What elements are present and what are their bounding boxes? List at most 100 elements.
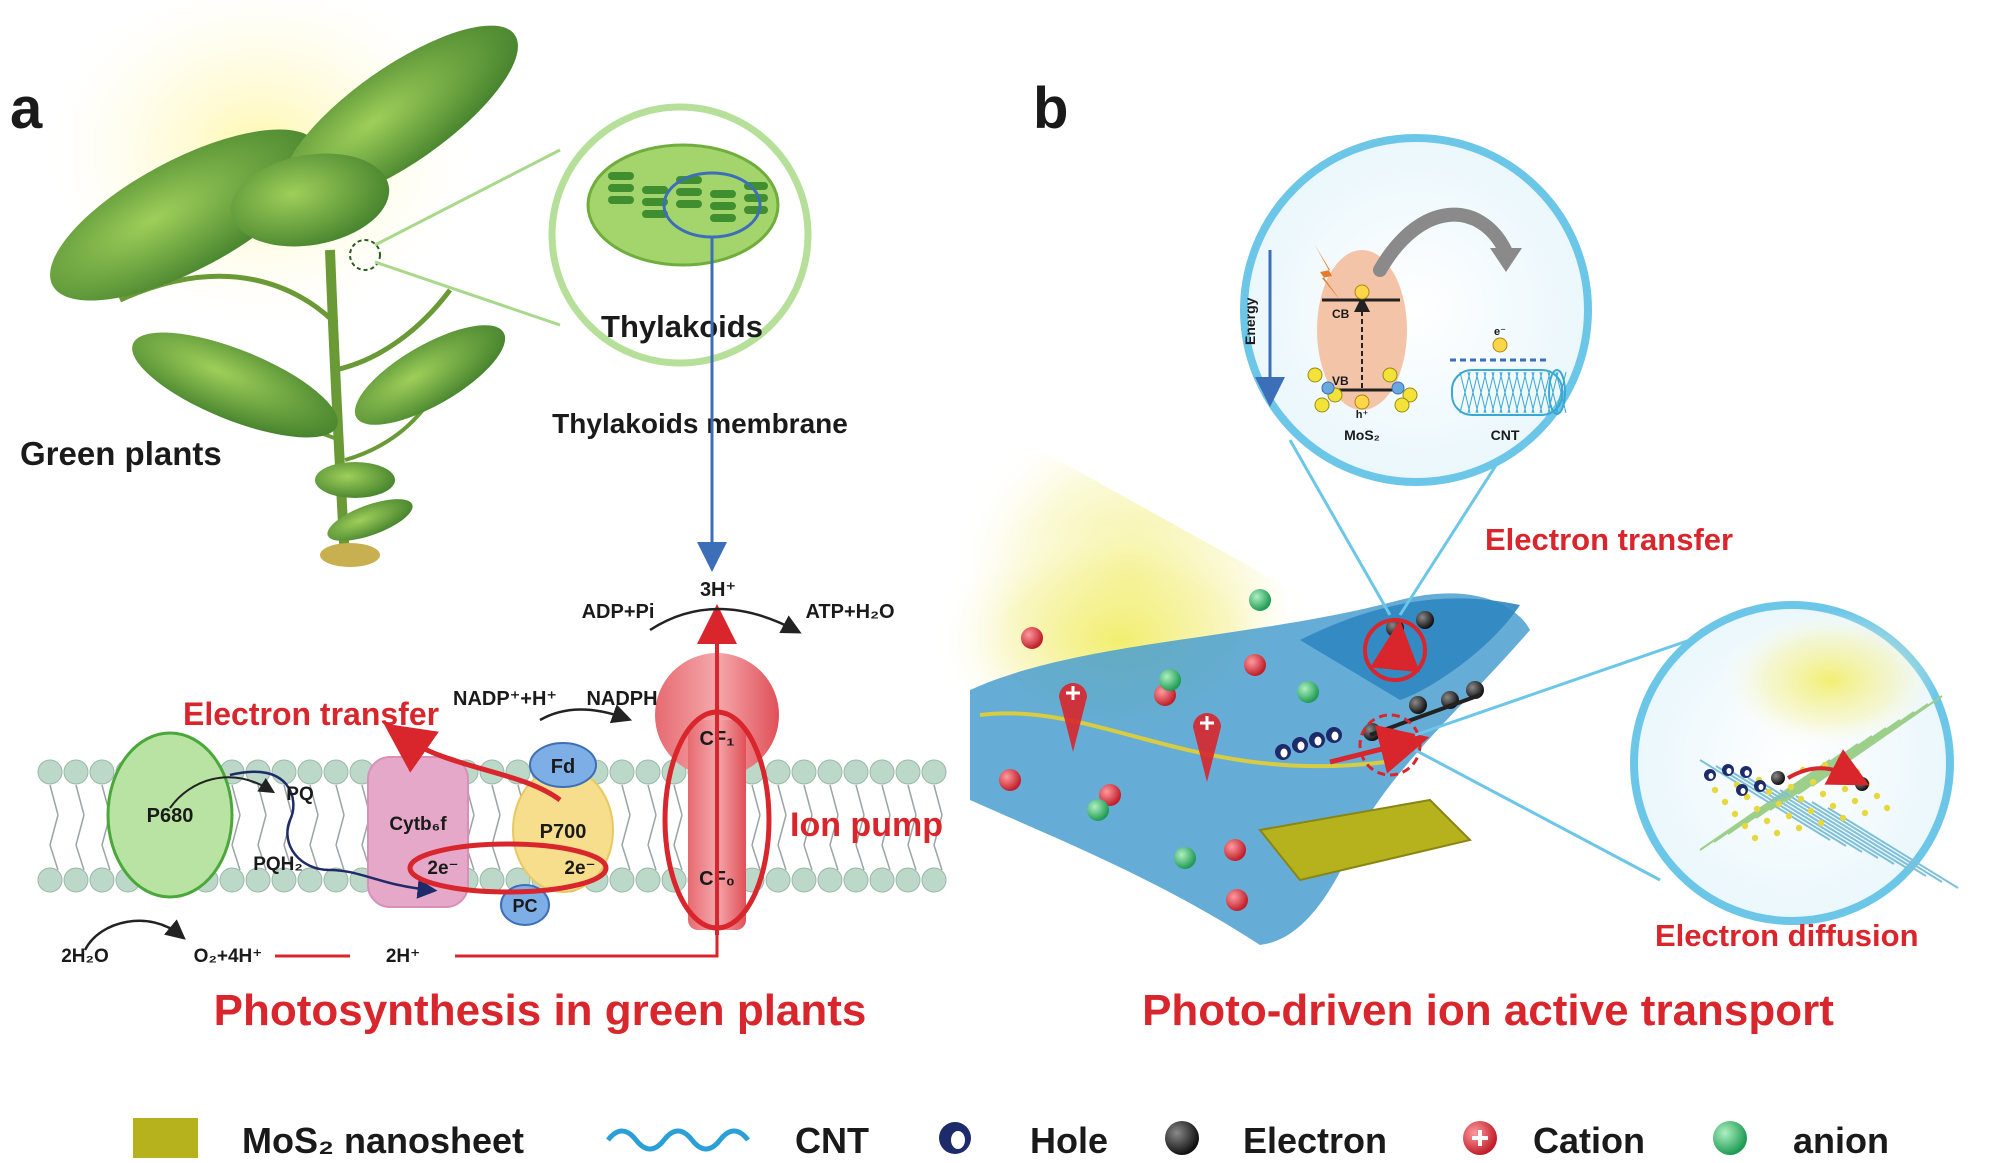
lipid-head [271,867,297,893]
electron [1771,771,1785,785]
cnt-electron-dot [1492,337,1508,353]
lipid-head [609,867,635,893]
band-hole-label: h⁺ [1356,409,1369,421]
legend-hole-highlight [951,1131,965,1149]
nadph-reaction-arrow [539,704,633,724]
lipid-tail [907,844,917,871]
pq-cycle-path [229,770,438,899]
lipid-tail [75,844,85,871]
lipid-head [37,759,63,785]
lipid-tail [257,844,267,871]
nanotube-mesh [1547,371,1559,414]
lattice-atom [1807,807,1815,815]
lipid-head [89,867,115,893]
lipid-head [817,759,843,785]
lattice-atom [1809,778,1817,786]
lipid-tail [933,844,943,871]
panel-a-letter: a [10,76,43,141]
lipid-tail [75,814,85,846]
legend-anion-icon [1713,1121,1747,1155]
lattice-atom [1853,768,1861,776]
hole-highlight [1744,770,1750,776]
lattice-line [1731,771,1863,853]
lattice-atom [1785,812,1793,820]
lipid-head [479,867,505,893]
thylakoid-stacks [608,172,768,222]
lipid-head [791,867,817,893]
lipid-tail [257,814,267,846]
nanotube-mesh [1491,371,1503,414]
anion-sphere [1297,681,1319,703]
lipid-tail [647,844,657,871]
lipid-head [609,759,635,785]
pq-label: PQ [286,784,313,805]
lipid-tail [621,784,631,816]
lipid-tail [101,844,111,871]
zoom-line-right-bottom [1414,748,1661,882]
lipid-tail [777,814,787,846]
proton-2h-label: 2H⁺ [386,946,420,967]
legend-cation-label: Cation [1533,1120,1645,1161]
nanotube-end [1548,369,1566,415]
lipid-tail [621,844,631,871]
legend-cnt-label: CNT [795,1120,869,1161]
cb-label: CB [1332,307,1350,321]
electron [1855,777,1869,791]
legend-anion-label: anion [1793,1120,1889,1161]
lattice-atom [1763,817,1771,825]
vb-label: VB [1332,374,1349,388]
water-split-arrow [83,919,186,951]
lattice-atom [1797,795,1805,803]
lipid-tail [855,814,865,846]
adp-pi-label: ADP+Pi [582,601,655,623]
lattice-atom [1773,829,1781,837]
cation-sphere [1224,839,1246,861]
lattice-line [1779,789,1911,871]
panel-b-letter: b [1033,76,1068,141]
lattice-atom [1751,834,1759,842]
zoom-line-upper [374,148,561,247]
lipid-head [89,759,115,785]
mos2-lattice-atoms [1307,367,1418,413]
lipid-tail [777,844,787,871]
mos2-band-label: MoS₂ [1344,427,1380,443]
lipid-tail [231,844,241,871]
cation-sphere [1244,654,1266,676]
p680-to-pq-arrow [169,776,276,809]
lipid-tail [855,844,865,871]
lattice-atom [1765,788,1773,796]
electron-diffusion-label: Electron diffusion [1655,918,1919,953]
electron [1416,611,1434,629]
mos2-nanosheet-strip [979,711,1401,769]
lipid-tail [335,844,345,871]
lipid-head [921,867,947,893]
nanotube-mesh [1515,371,1527,414]
lipid-tail [283,784,293,816]
lipid-head [245,867,271,893]
lipid-head [921,759,947,785]
lattice-atom [1861,809,1869,817]
lattice-atom [1829,802,1837,810]
hole-highlight [1280,748,1288,758]
sulfur-atom [1382,367,1398,383]
anion-sphere [1087,799,1109,821]
molybdenum-atom [1391,381,1405,395]
lipid-tail [335,814,345,846]
lattice-atom [1843,756,1851,764]
lipid-tail [881,844,891,871]
lipid-tail [673,844,683,871]
p680-label: P680 [147,805,194,827]
pqh2-label: PQH₂ [253,854,303,875]
lipid-tail [829,844,839,871]
green-plant-illustration [50,25,518,567]
lipid-tail [491,844,501,871]
lattice-line [1763,783,1895,865]
energy-label: Energy [1242,297,1258,345]
lipid-head [635,759,661,785]
lipid-tail [855,784,865,816]
lattice-line [1797,703,1929,795]
lipid-tail [335,784,345,816]
lipid-tail [231,814,241,846]
nanotube-outline [1451,369,1563,416]
chloroplast-locator-circle [349,239,381,271]
